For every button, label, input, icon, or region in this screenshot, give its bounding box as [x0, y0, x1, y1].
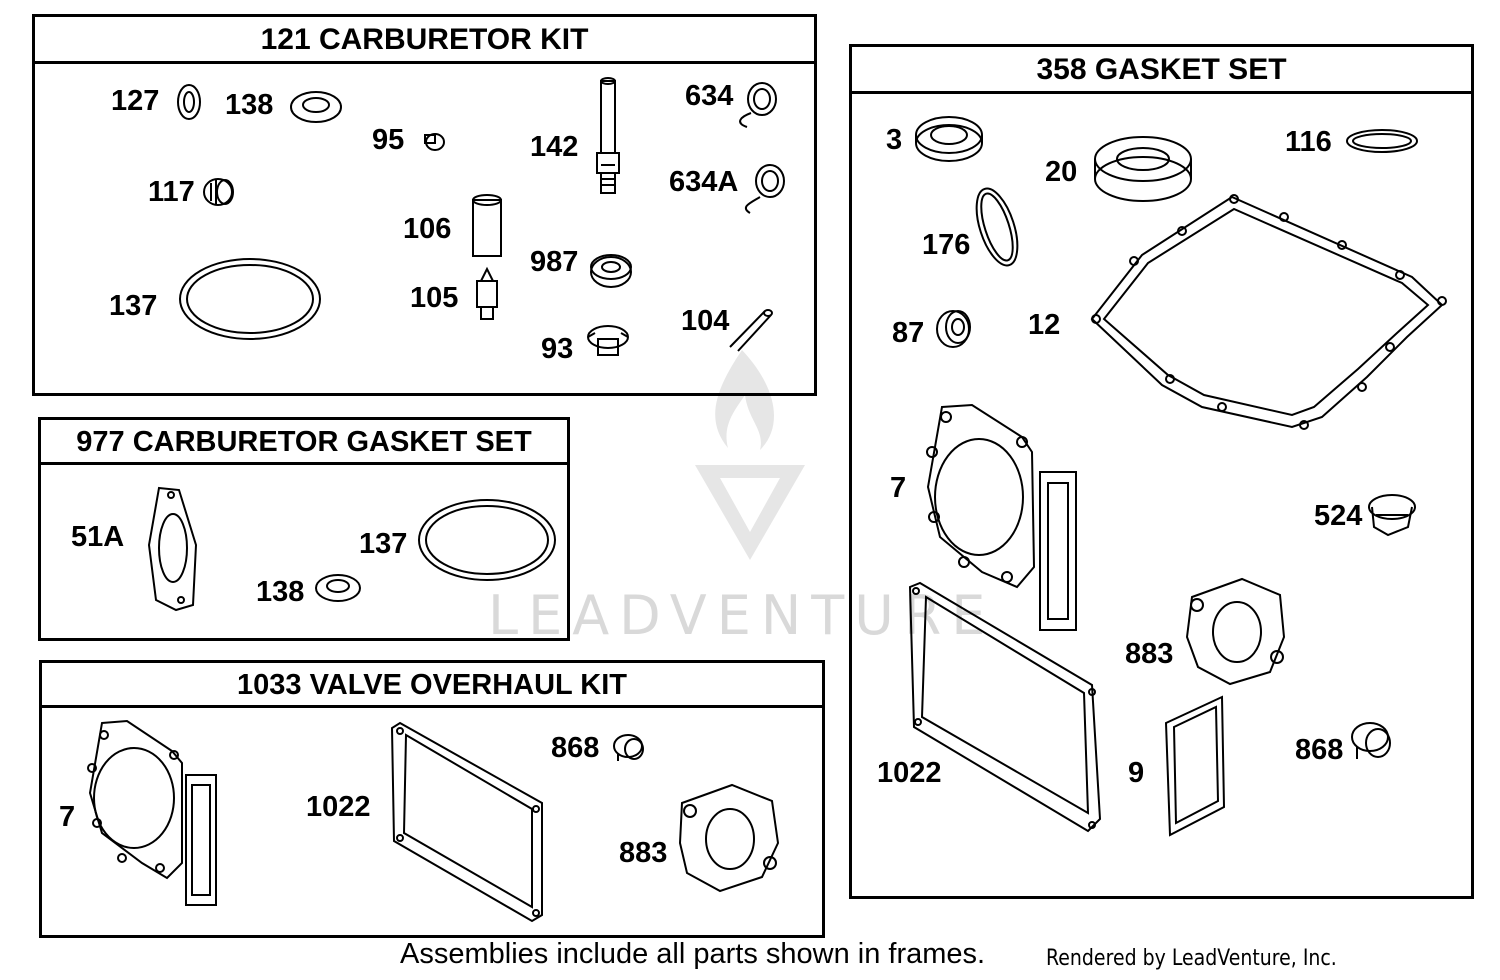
label-93: 93 — [541, 333, 574, 365]
label-142: 142 — [530, 131, 579, 163]
part-524 — [1368, 494, 1416, 537]
label-138: 138 — [225, 89, 274, 121]
label-106: 106 — [403, 213, 452, 245]
valve-overhaul-kit-parts — [87, 719, 780, 923]
part-9 — [1164, 695, 1226, 837]
part-138-b — [315, 574, 361, 602]
label-7: 7 — [59, 801, 76, 833]
part-117 — [203, 178, 234, 206]
frame-valve-overhaul-kit: 1033 VALVE OVERHAUL KIT — [39, 660, 825, 938]
part-634a — [744, 164, 785, 214]
label-1022-b: 1022 — [877, 757, 942, 789]
part-176 — [975, 187, 1019, 267]
label-524: 524 — [1314, 500, 1363, 532]
label-883: 883 — [619, 837, 668, 869]
carburetor-gasket-set-parts — [147, 486, 556, 612]
watermark-text: LEADVENTURE — [488, 584, 996, 647]
part-51a — [147, 486, 198, 612]
carburetor-kit-parts — [177, 77, 785, 356]
label-1022: 1022 — [306, 791, 371, 823]
label-634a: 634A — [669, 166, 739, 198]
part-104 — [729, 309, 773, 352]
label-987: 987 — [530, 246, 579, 278]
part-20 — [1094, 136, 1192, 202]
part-868-b — [1351, 722, 1391, 759]
part-3 — [915, 116, 983, 162]
part-12 — [1090, 194, 1447, 430]
part-987 — [590, 254, 632, 288]
part-138 — [290, 91, 342, 123]
part-7-b — [926, 403, 1077, 631]
label-7-b: 7 — [890, 472, 907, 504]
part-137-b — [418, 499, 556, 581]
label-3: 3 — [886, 124, 903, 156]
part-883-b — [1185, 577, 1286, 686]
frame-title-gasket-set: 358 GASKET SET — [852, 47, 1471, 94]
frame-title-valve-overhaul-kit: 1033 VALVE OVERHAUL KIT — [42, 663, 822, 708]
label-634: 634 — [685, 80, 734, 112]
label-117: 117 — [148, 176, 195, 208]
label-868-b: 868 — [1295, 734, 1344, 766]
part-1022 — [390, 721, 543, 923]
frame-gasket-set: 358 GASKET SET — [849, 44, 1474, 899]
footer-note: Assemblies include all parts shown in fr… — [400, 938, 986, 970]
gasket-set-parts — [908, 116, 1447, 837]
part-137 — [179, 258, 321, 340]
label-127: 127 — [111, 85, 160, 117]
part-127 — [177, 84, 201, 120]
part-105 — [476, 266, 498, 320]
label-116: 116 — [1285, 126, 1332, 158]
part-634 — [739, 82, 777, 128]
label-87: 87 — [892, 317, 925, 349]
label-51a: 51A — [71, 521, 125, 553]
label-176: 176 — [922, 229, 971, 261]
frame-title-carburetor-kit: 121 CARBURETOR KIT — [35, 17, 814, 64]
footer-credit: Rendered by LeadVenture, Inc. — [1046, 946, 1337, 971]
label-9: 9 — [1128, 757, 1145, 789]
part-93 — [587, 325, 629, 356]
part-106 — [472, 194, 502, 257]
frame-carburetor-kit: 121 CARBURETOR KIT — [32, 14, 817, 396]
label-20: 20 — [1045, 156, 1078, 188]
label-883-b: 883 — [1125, 638, 1174, 670]
part-95 — [424, 133, 445, 151]
part-7 — [87, 719, 217, 906]
label-12: 12 — [1028, 309, 1061, 341]
label-137: 137 — [109, 290, 158, 322]
label-104: 104 — [681, 305, 730, 337]
part-883 — [678, 783, 780, 893]
part-1022-b — [908, 581, 1102, 833]
part-868 — [613, 734, 644, 761]
label-868: 868 — [551, 732, 600, 764]
label-137-b: 137 — [359, 528, 408, 560]
label-105: 105 — [410, 282, 459, 314]
label-95: 95 — [372, 124, 405, 156]
label-138-b: 138 — [256, 576, 305, 608]
frame-title-carburetor-gasket-set: 977 CARBURETOR GASKET SET — [41, 420, 567, 465]
part-142 — [596, 77, 620, 194]
part-116 — [1346, 129, 1418, 153]
part-87 — [936, 310, 971, 348]
frame-carburetor-gasket-set: 977 CARBURETOR GASKET SET 51A 137 138 — [38, 417, 570, 641]
